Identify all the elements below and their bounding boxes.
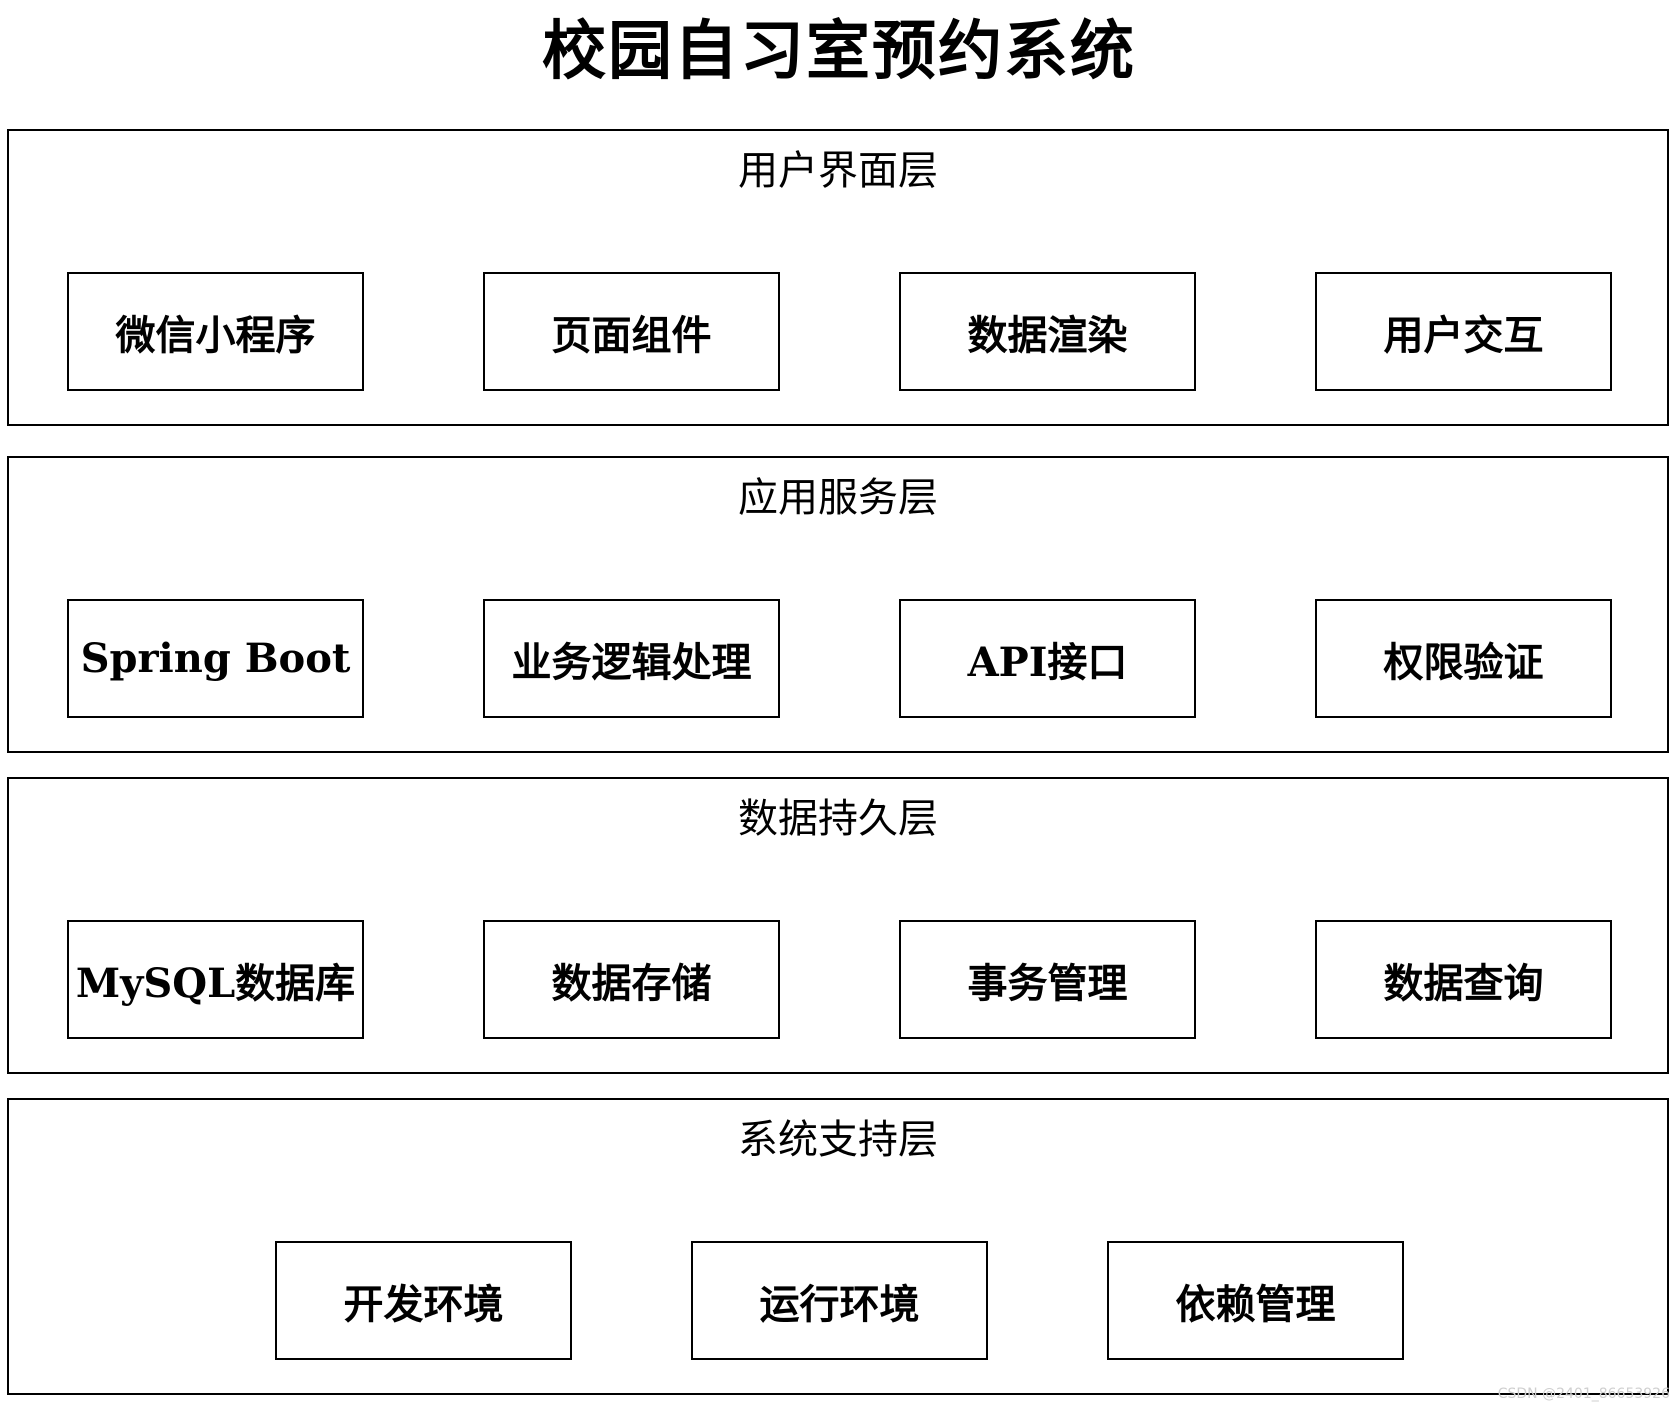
component-box: 数据存储 [483,920,780,1039]
component-box: 运行环境 [691,1241,988,1360]
component-box: API接口 [899,599,1196,718]
component-box: 依赖管理 [1107,1241,1404,1360]
layer-title: 数据持久层 [738,796,938,842]
layer-data-persistence: 数据持久层 MySQL数据库 数据存储 事务管理 数据查询 [7,777,1669,1074]
component-box: 权限验证 [1315,599,1612,718]
component-box: 数据查询 [1315,920,1612,1039]
watermark: CSDN @2401_86653926 [1497,1386,1670,1402]
component-box: Spring Boot [67,599,364,718]
component-box: 用户交互 [1315,272,1612,391]
layer-system-support: 系统支持层 开发环境 运行环境 依赖管理 [7,1098,1669,1395]
component-box: 开发环境 [275,1241,572,1360]
component-box: MySQL数据库 [67,920,364,1039]
component-box: 事务管理 [899,920,1196,1039]
layer-title: 用户界面层 [738,148,938,194]
component-box: 业务逻辑处理 [483,599,780,718]
component-box: 微信小程序 [67,272,364,391]
layer-title: 系统支持层 [738,1117,938,1163]
layer-application-service: 应用服务层 Spring Boot 业务逻辑处理 API接口 权限验证 [7,456,1669,753]
layer-user-interface: 用户界面层 微信小程序 页面组件 数据渲染 用户交互 [7,129,1669,426]
component-box: 页面组件 [483,272,780,391]
component-box: 数据渲染 [899,272,1196,391]
diagram-title: 校园自习室预约系统 [542,14,1136,89]
layer-title: 应用服务层 [738,475,938,521]
